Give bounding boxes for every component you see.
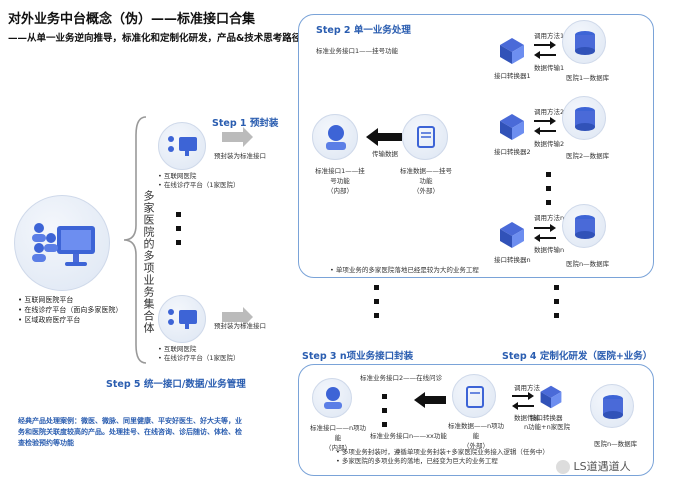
converter-1: 接口转换器1 xyxy=(494,36,531,80)
call-label-1: 调用方法1 xyxy=(534,32,565,40)
step1-arrow-bottom xyxy=(222,307,253,327)
step4-call-label: 调用方法 xyxy=(514,384,540,392)
step3-arrow xyxy=(414,392,446,408)
data-label-2: 数据传输2 xyxy=(534,140,565,148)
monitor-users-icon xyxy=(32,223,95,266)
transfer-arrow xyxy=(366,128,402,146)
step3-external-label: 标准数据——n项功能（外部） xyxy=(447,422,505,450)
step1-arrow-text-bottom: 预封装为标准接口 xyxy=(214,322,266,330)
hospital-db-1 xyxy=(562,20,606,64)
cube-icon xyxy=(500,38,525,64)
step4-label: Step 4 定制化研发（医院+业务） xyxy=(502,351,653,362)
hospital-label-2: 医院2—数据库 xyxy=(566,152,610,160)
step1-item: 在线诊疗平台（1家医院） xyxy=(158,181,240,190)
platform-item: 互联网医院平台 xyxy=(18,295,122,305)
wechat-icon xyxy=(556,460,570,474)
bidirectional-arrow-n xyxy=(534,224,556,242)
hospital-db-n xyxy=(562,204,606,248)
step4-hospital-db xyxy=(590,384,634,428)
database-icon xyxy=(575,215,595,239)
ellipsis-dots-mid-left xyxy=(374,285,379,327)
brace xyxy=(123,116,147,364)
data-label-1: 数据传输1 xyxy=(534,64,565,72)
step1-arrow-top xyxy=(222,127,253,147)
database-icon xyxy=(575,107,595,131)
watermark: LS道遇道人 xyxy=(556,458,631,474)
cube-icon xyxy=(500,114,525,140)
external-data-label: 标准数据——挂号功能（外部） xyxy=(400,167,452,195)
step1-label: Step 1 预封装 xyxy=(212,118,279,129)
converter-n: 接口转换器n xyxy=(494,220,531,264)
hospital-db-2 xyxy=(562,96,606,140)
internal-interface-label: 标准接口1——挂号功能（内部） xyxy=(315,167,365,195)
step4-data-label: 数据传输 xyxy=(514,414,540,422)
database-icon xyxy=(575,31,595,55)
cube-icon xyxy=(500,222,525,248)
step1-item: 互联网医院 xyxy=(158,345,240,354)
step4-converter-sub: n功能+n家医院 xyxy=(524,423,571,431)
database-icon xyxy=(603,395,623,419)
bidirectional-arrow-2 xyxy=(534,117,556,135)
data-label-n: 数据传输n xyxy=(534,246,565,254)
platform-illustration xyxy=(14,195,110,291)
call-label-n: 调用方法n xyxy=(534,214,565,222)
ellipsis-dots-step2 xyxy=(546,172,551,214)
step3-notes: 多项业务封装时，遵循单项业务封装+多家医院业务接入逻辑（任务中） 多家医院的多项… xyxy=(336,448,549,466)
internal-interface-icon xyxy=(312,114,358,160)
hospital-label-1: 医院1—数据库 xyxy=(566,74,610,82)
ellipsis-dots-left xyxy=(176,212,181,254)
step5-footnote: 经典产品处理案例：微医、微脉、同里健康、平安好医生、好大夫等，业务和医院关联度较… xyxy=(18,417,242,447)
cube-icon xyxy=(540,385,562,409)
platform-list: 互联网医院平台 在线诊疗平台（面向多家医院） 区域政府医疗平台 xyxy=(18,295,122,325)
step1-item: 互联网医院 xyxy=(158,172,240,181)
step3-note: 多项业务封装时，遵循单项业务封装+多家医院业务接入逻辑（任务中） xyxy=(336,448,549,457)
hospital-label-n: 医院n—数据库 xyxy=(566,260,610,268)
bidirectional-arrow-1 xyxy=(534,41,556,59)
step3-note: 多家医院的多项业务的落地，已经变为巨大的业务工程 xyxy=(336,457,549,466)
step4-converter-label: 接口转换器 xyxy=(530,414,563,422)
call-label-2: 调用方法2 xyxy=(534,108,565,116)
step2-interface-title: 标准业务接口1——挂号功能 xyxy=(316,47,399,55)
step3-external-icon xyxy=(452,374,496,418)
step4-hospital-label: 医院n—数据库 xyxy=(594,440,638,448)
transfer-label: 传输数据 xyxy=(372,150,398,158)
ellipsis-dots-step3 xyxy=(382,394,387,436)
step5-label: Step 5 统一接口/数据/业务管理 xyxy=(106,379,246,390)
single-hospital-icon-bottom xyxy=(158,295,206,343)
step3-interface-title: 标准业务接口2——在线问诊 xyxy=(360,374,443,382)
page-subtitle: ——从单一业务逆向推导，标准化和定制化研发，产品&技术思考路径 xyxy=(8,33,302,44)
single-hospital-icon-top xyxy=(158,122,206,170)
platform-item: 在线诊疗平台（面向多家医院） xyxy=(18,305,122,315)
page-title: 对外业务中台概念（伪）——标准接口合集 xyxy=(8,12,256,27)
step1-arrow-text: 预封装为标准接口 xyxy=(214,152,266,160)
step1-list-top: 互联网医院 在线诊疗平台（1家医院） xyxy=(158,172,240,190)
ellipsis-dots-mid-right xyxy=(554,285,559,327)
multi-hospital-label: 多家医院的多项业务集合体 xyxy=(142,190,155,334)
converter-2: 接口转换器2 xyxy=(494,112,531,156)
step1-item: 在线诊疗平台（1家医院） xyxy=(158,354,240,363)
step2-label: Step 2 单一业务处理 xyxy=(316,25,411,36)
platform-item: 区域政府医疗平台 xyxy=(18,315,122,325)
step3-internal-icon xyxy=(312,378,352,418)
step2-note: • 单项业务的多家医院落地已经是较为大的业务工程 xyxy=(330,266,479,274)
step3-label: Step 3 n项业务接口封装 xyxy=(302,351,414,362)
step4-converter xyxy=(538,384,564,414)
step4-bidirectional-arrow xyxy=(512,392,534,410)
step1-list-bottom: 互联网医院 在线诊疗平台（1家医院） xyxy=(158,345,240,363)
step3-interface-n: 标准业务接口n——xx功能 xyxy=(370,432,447,440)
external-data-icon xyxy=(402,114,448,160)
